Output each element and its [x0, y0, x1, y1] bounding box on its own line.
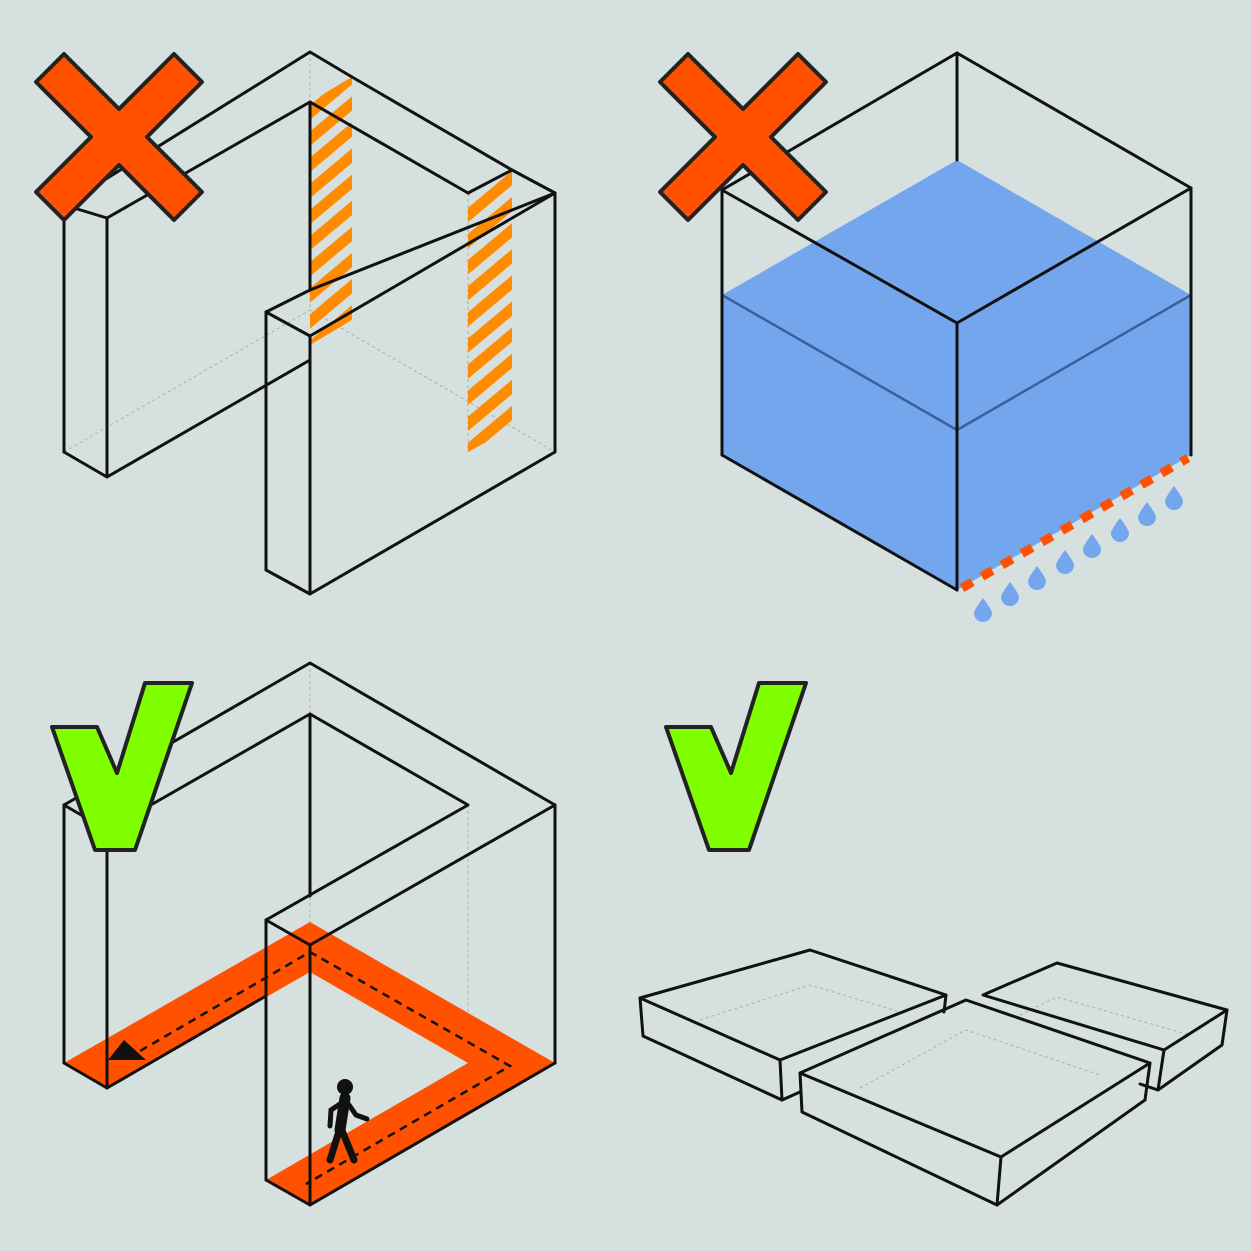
- cross-icon: [34, 52, 204, 222]
- panel-trays: [638, 681, 1229, 1207]
- hatched-gap-left: [310, 77, 352, 345]
- leak-seam: [959, 454, 1191, 592]
- hatched-gap-right: [468, 170, 512, 452]
- walkway-path: [64, 922, 555, 1205]
- tray-right: [981, 961, 1229, 1092]
- tray-center: [798, 998, 1152, 1207]
- panel-open-wall: [34, 50, 557, 596]
- check-icon: [50, 681, 194, 852]
- walk-route: [127, 950, 513, 1186]
- cross-icon: [658, 52, 828, 222]
- panel-walkway: [50, 661, 557, 1207]
- water-drops: [974, 486, 1183, 622]
- panel-water-tank: [658, 51, 1193, 622]
- arrow-icon: [108, 1040, 146, 1060]
- pedestrian-icon: [326, 1079, 370, 1164]
- check-icon: [664, 681, 808, 852]
- tray-left: [638, 948, 948, 1102]
